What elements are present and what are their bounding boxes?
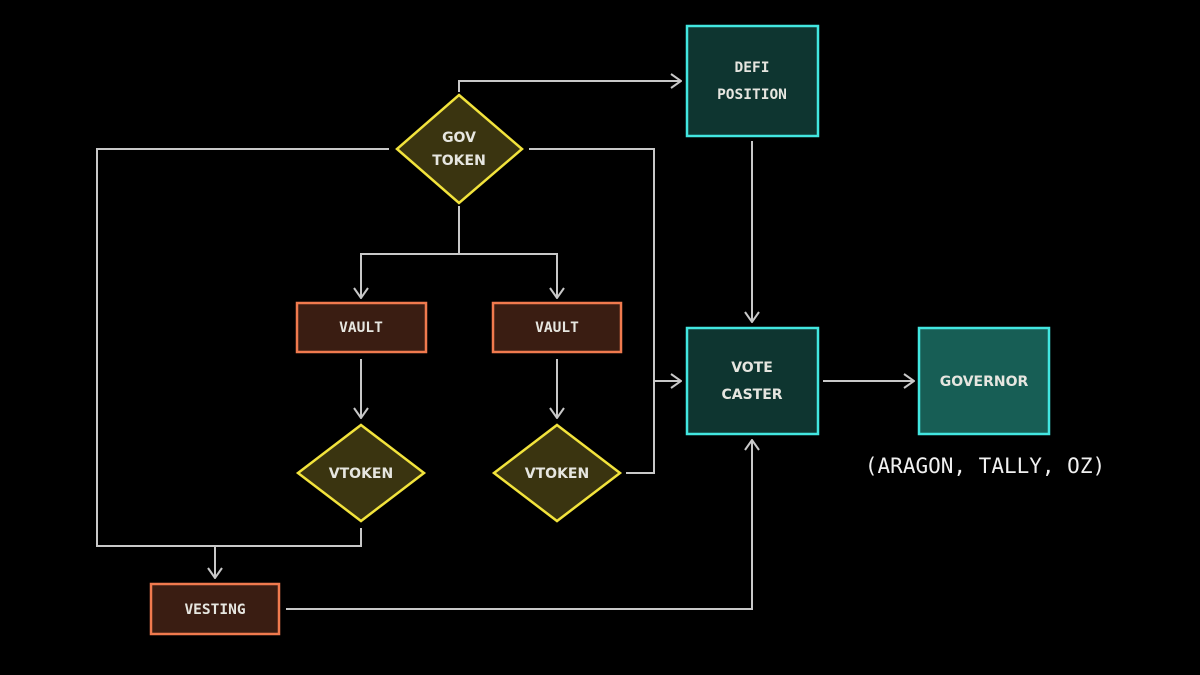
vault-right-shape: [491, 301, 623, 354]
defi-position-shape: [685, 24, 820, 138]
node-gov-token[interactable]: GOV TOKEN: [395, 93, 524, 205]
node-governor[interactable]: GOVERNOR: [917, 326, 1051, 436]
governor-label: GOVERNOR: [940, 374, 1029, 390]
defi-position-label-line1: DEFI: [735, 60, 770, 76]
vtoken-left-label: VTOKEN: [329, 466, 393, 482]
gov-token-label-line2: TOKEN: [432, 153, 486, 169]
vtoken-left-shape: [295, 423, 427, 523]
edge-gov-token-to-vesting: [96, 148, 389, 578]
node-vtoken-left[interactable]: VTOKEN: [295, 423, 427, 523]
vote-caster-label-line1: VOTE: [731, 360, 773, 376]
edge-gov-token-to-vote-caster: [529, 148, 681, 381]
node-vtoken-right[interactable]: VTOKEN: [491, 423, 623, 523]
edge-vesting-to-vote-caster: [286, 440, 752, 610]
vault-right-label: VAULT: [535, 320, 579, 336]
governor-shape: [917, 326, 1051, 436]
vesting-label: VESTING: [184, 602, 245, 618]
node-vault-left[interactable]: VAULT: [295, 301, 428, 354]
node-vault-right[interactable]: VAULT: [491, 301, 623, 354]
edges: [96, 81, 914, 610]
gov-token-label-line1: GOV: [442, 130, 476, 146]
edge-gov-token-to-vault-left: [361, 206, 460, 298]
vault-left-label: VAULT: [339, 320, 383, 336]
edge-vtoken-left-to-vesting: [215, 528, 362, 547]
edge-gov-token-to-vault-right: [459, 253, 557, 298]
vtoken-right-shape: [491, 423, 623, 523]
node-defi-position[interactable]: DEFI POSITION: [685, 24, 820, 138]
vote-caster-label-line2: CASTER: [721, 387, 782, 403]
vault-left-shape: [295, 301, 428, 354]
node-vote-caster[interactable]: VOTE CASTER: [685, 326, 820, 436]
vtoken-right-label: VTOKEN: [525, 466, 589, 482]
node-vesting[interactable]: VESTING: [149, 582, 281, 636]
edge-gov-token-to-defi-position: [458, 81, 681, 92]
governor-implementations-note: (ARAGON, TALLY, OZ): [865, 454, 1105, 478]
gov-token-shape: [395, 93, 524, 205]
vote-caster-shape: [685, 326, 820, 436]
defi-position-label-line2: POSITION: [717, 87, 787, 103]
vesting-shape: [149, 582, 281, 636]
edge-vtoken-right-to-vote-caster: [626, 381, 655, 474]
